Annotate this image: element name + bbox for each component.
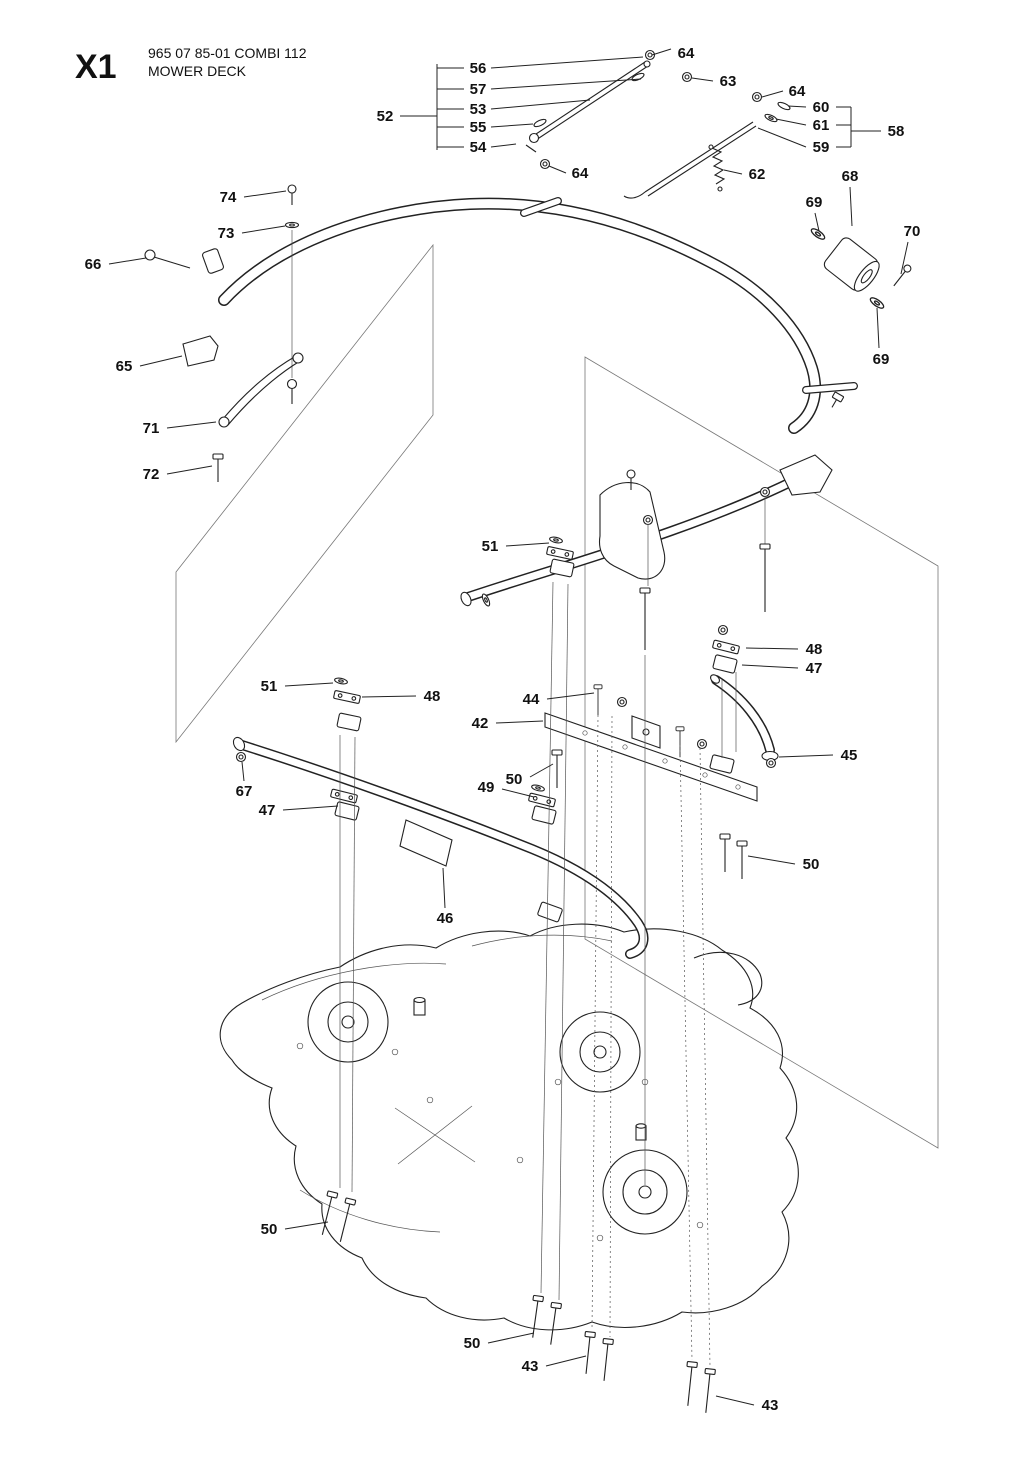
callout-54: 54 [470,139,487,156]
left-hardware [144,184,304,482]
callout-50-a: 50 [506,771,523,788]
callout-50-b: 50 [803,856,820,873]
callout-64-b: 64 [789,83,806,100]
callout-45: 45 [841,747,858,764]
bottom-bolts [321,1190,716,1413]
spindle-housing-center [559,1011,641,1093]
callout-61: 61 [813,117,830,134]
tension-spring [711,147,726,185]
callout-43-a: 43 [522,1358,539,1375]
callout-47-a: 47 [806,660,823,677]
callout-52: 52 [377,108,394,125]
callout-55: 55 [470,119,487,136]
callout-68: 68 [842,168,859,185]
title-block: X1 965 07 85-01 COMBI 112 MOWER DECK [75,45,307,86]
callout-47-b: 47 [259,802,276,819]
mid-bolts [551,543,771,880]
callout-46: 46 [437,910,454,927]
callout-44: 44 [523,691,540,708]
callout-58: 58 [888,123,905,140]
hanger-bracket [182,335,219,367]
support-tube-45 [710,674,779,769]
callout-56: 56 [470,60,487,77]
roller-axle-pin [893,264,912,287]
figure-part-code: 965 07 85-01 COMBI 112 [148,45,307,61]
callout-65: 65 [116,358,133,375]
spindle-housing-left [307,981,389,1063]
callout-48-b: 48 [424,688,441,705]
crossbar-bracket [779,454,833,496]
clamp-47-left [329,788,360,822]
clamp-51-top [545,535,575,578]
alignment-lines [339,581,737,1368]
callout-50-c: 50 [261,1221,278,1238]
callout-51-b: 51 [261,678,278,695]
callout-64-a: 64 [678,45,695,62]
callout-labels: 64 56 57 63 52 53 55 54 64 60 61 59 58 6… [85,45,921,1414]
callout-69-b: 69 [873,351,890,368]
handlebar-end-bolt [831,391,845,408]
anti-scalp-roller [809,226,912,311]
figure-id: X1 [75,48,117,86]
figure-title: MOWER DECK [148,63,247,79]
callout-43-b: 43 [762,1397,779,1414]
callout-57: 57 [470,81,487,98]
mower-deck-shell [219,923,799,1331]
callout-67: 67 [236,783,253,800]
callout-73: 73 [218,225,235,242]
stabilizer-bar [232,736,649,959]
callout-62: 62 [749,166,766,183]
callout-48-a: 48 [806,641,823,658]
callout-49: 49 [478,779,495,796]
callout-59: 59 [813,139,830,156]
callout-64-c: 64 [572,165,589,182]
clamp-51-48-left [332,676,362,732]
deflector-flap [399,819,453,867]
callout-66: 66 [85,256,102,273]
callout-70: 70 [904,223,921,240]
callout-60: 60 [813,99,830,116]
callout-50-d: 50 [464,1335,481,1352]
callout-51-a: 51 [482,538,499,555]
callout-71: 71 [143,420,160,437]
callout-74: 74 [220,189,237,206]
lift-linkage-rod [525,49,693,170]
handlebar-tube [218,197,858,434]
callout-53: 53 [470,101,487,118]
leader-lines [108,48,909,1406]
callout-69-a: 69 [806,194,823,211]
callout-42: 42 [472,715,489,732]
callout-63: 63 [720,73,737,90]
callout-72: 72 [143,466,160,483]
lift-linkage-right [623,91,792,199]
center-support-bracket [598,469,771,586]
reference-planes [175,243,939,1149]
link-bar-42 [544,684,758,802]
